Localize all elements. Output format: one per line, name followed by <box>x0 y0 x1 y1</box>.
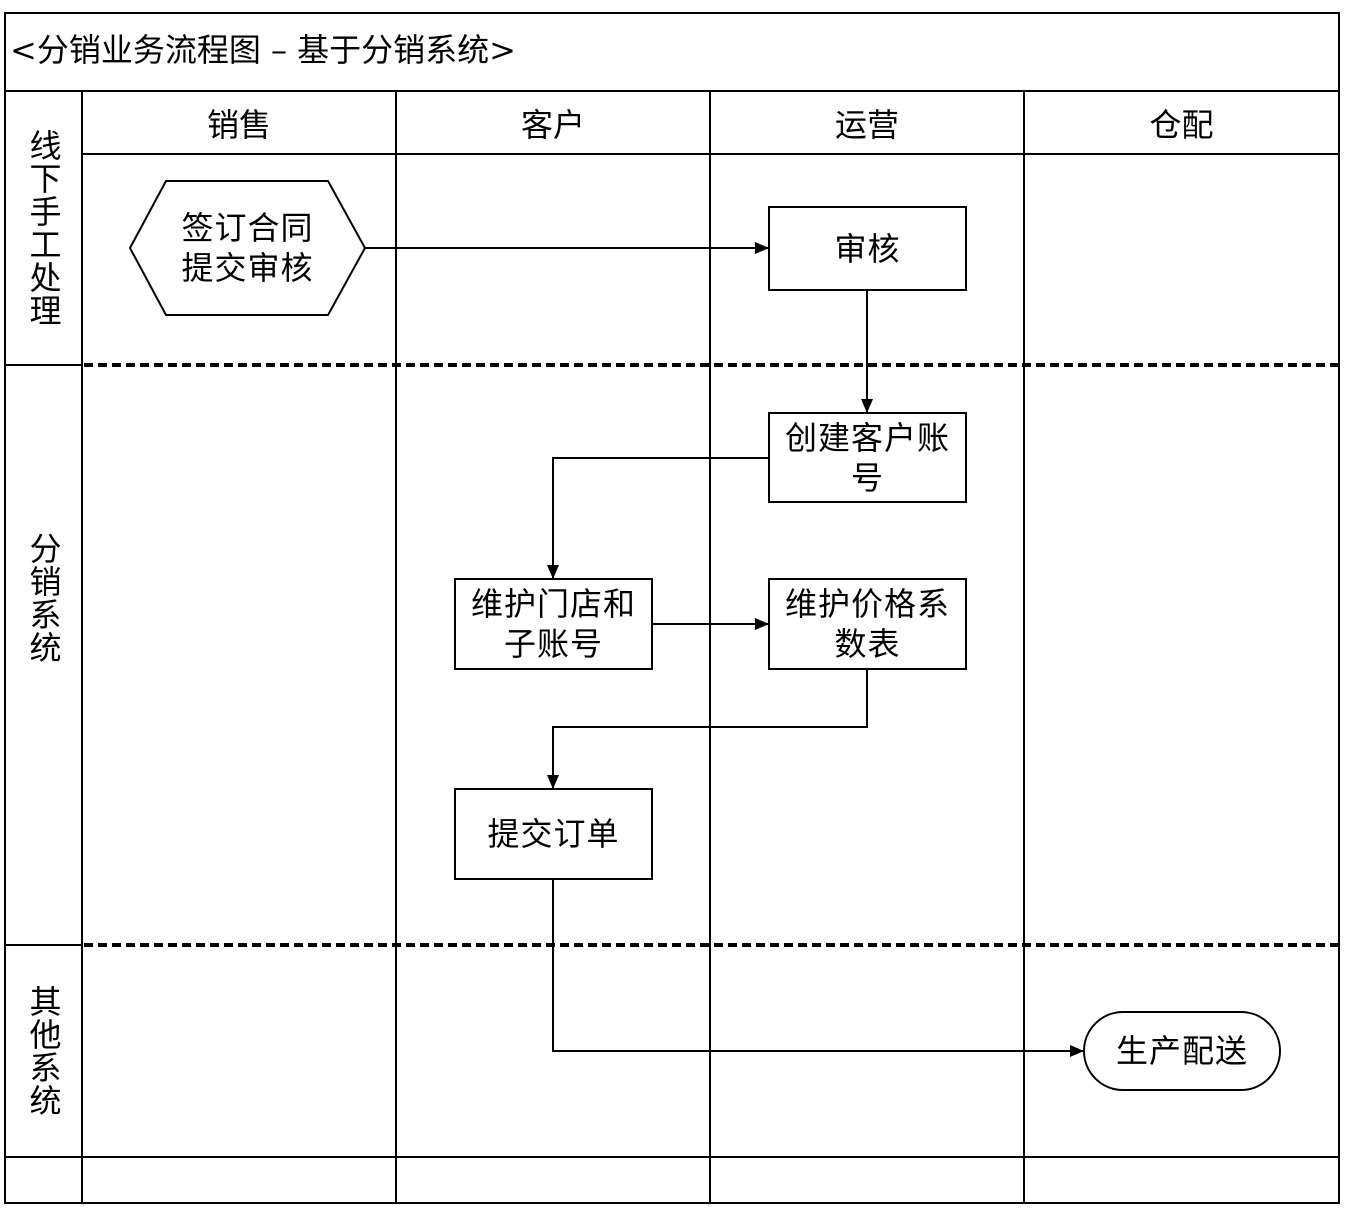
lane-label-other-systems: 其他系统 <box>5 945 82 1157</box>
node-sign-contract: 签订合同 提交审核 <box>130 181 365 315</box>
node-maintain-stores-line-1: 维护门店和 <box>470 585 636 623</box>
node-delivery: 生产配送 <box>1084 1012 1280 1090</box>
diagram-title: <分销业务流程图 – 基于分销系统> <box>10 31 516 69</box>
node-shape-submit-order <box>454 788 653 880</box>
node-review-line-1: 审核 <box>834 229 901 268</box>
node-shape-delivery <box>1083 1011 1281 1091</box>
node-shape-maintain-stores <box>454 578 653 670</box>
node-maintain-stores: 维护门店和 子账号 <box>455 579 652 669</box>
node-sign-contract-line-1: 签订合同 <box>181 209 314 247</box>
lane-label-offline-text: 线下手工处理 <box>24 129 63 327</box>
column-header-customer: 客户 <box>520 105 585 144</box>
node-shape-maintain-price <box>768 578 967 670</box>
node-delivery-line-1: 生产配送 <box>1115 1032 1248 1070</box>
column-header-operations: 运营 <box>834 105 899 144</box>
lane-label-distribution-system: 分销系统 <box>5 365 82 831</box>
node-shape-sign-contract <box>128 180 367 316</box>
node-create-account: 创建客户账 号 <box>769 413 966 502</box>
column-header-sales: 销售 <box>206 105 271 144</box>
connector-price-to-order <box>547 669 868 789</box>
lane-label-offline: 线下手工处理 <box>5 91 82 365</box>
lane-label-distribution-system-text: 分销系统 <box>24 532 63 664</box>
node-maintain-price: 维护价格系 数表 <box>769 579 966 669</box>
lane-label-other-systems-text: 其他系统 <box>24 985 63 1117</box>
node-shape-create-account <box>768 412 967 503</box>
node-submit-order-line-1: 提交订单 <box>487 815 620 853</box>
node-sign-contract-line-2: 提交审核 <box>181 249 314 287</box>
node-create-account-line-1: 创建客户账 <box>784 418 950 457</box>
node-create-account-line-2: 号 <box>850 458 884 497</box>
node-shape-review <box>768 206 967 291</box>
connector-order-to-delivery <box>552 879 1084 1057</box>
connector-create-account-to-stores <box>547 457 769 579</box>
node-submit-order: 提交订单 <box>455 789 652 879</box>
node-maintain-price-line-2: 数表 <box>834 625 901 663</box>
node-maintain-stores-line-2: 子账号 <box>503 625 603 663</box>
node-review: 审核 <box>769 207 966 290</box>
node-maintain-price-line-1: 维护价格系 <box>784 585 950 623</box>
column-header-warehouse: 仓配 <box>1149 105 1214 144</box>
